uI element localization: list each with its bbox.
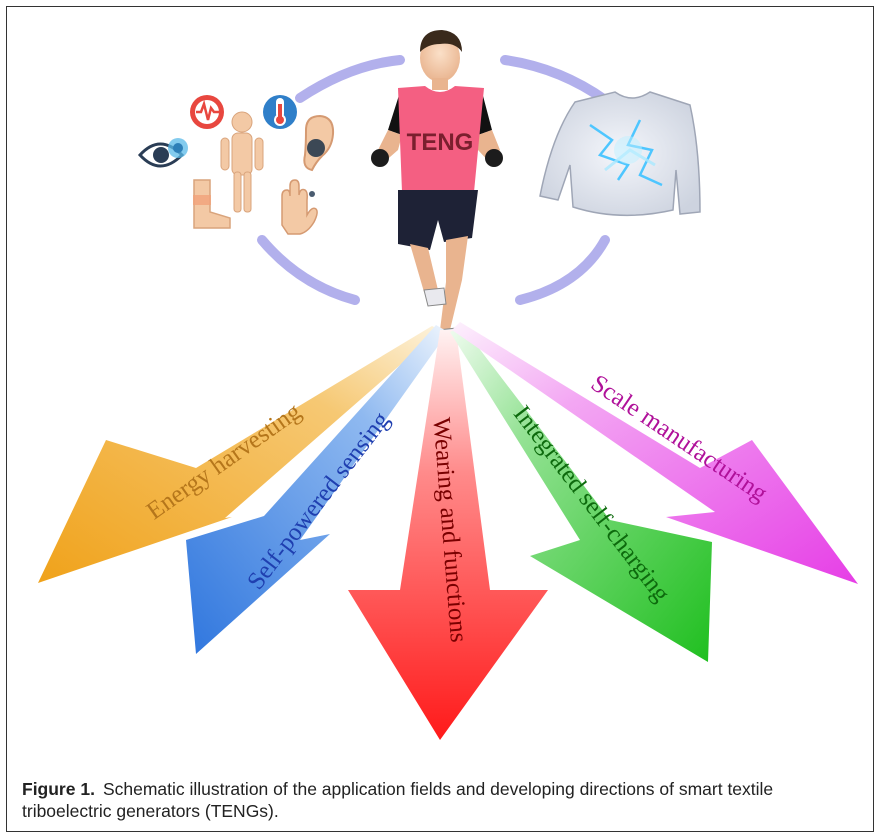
arrow-self-powered-sensing [186, 325, 448, 654]
cycle-arcs [257, 55, 610, 305]
ear-icon [303, 114, 335, 172]
runner-icon: TENG [371, 30, 503, 359]
luminous-shirt-icon [539, 91, 701, 217]
figure-caption: Figure 1.Schematic illustration of the a… [22, 778, 862, 822]
heartbeat-icon [190, 95, 224, 129]
hand-icon [281, 179, 318, 235]
body-icon [220, 111, 264, 213]
figure-label: Figure 1. [22, 779, 95, 799]
vest-label: TENG [407, 129, 474, 156]
ankle-icon [193, 179, 231, 229]
caption-text: Schematic illustration of the applicatio… [22, 779, 774, 821]
arrow-integrated-self-charging [450, 326, 712, 662]
thermometer-icon [263, 95, 297, 129]
eye-icon [137, 138, 188, 168]
arrow-wearing-and-functions [348, 330, 548, 740]
arrow-energy-harvesting [38, 326, 440, 583]
arrow-scale-manufacturing [452, 322, 858, 584]
